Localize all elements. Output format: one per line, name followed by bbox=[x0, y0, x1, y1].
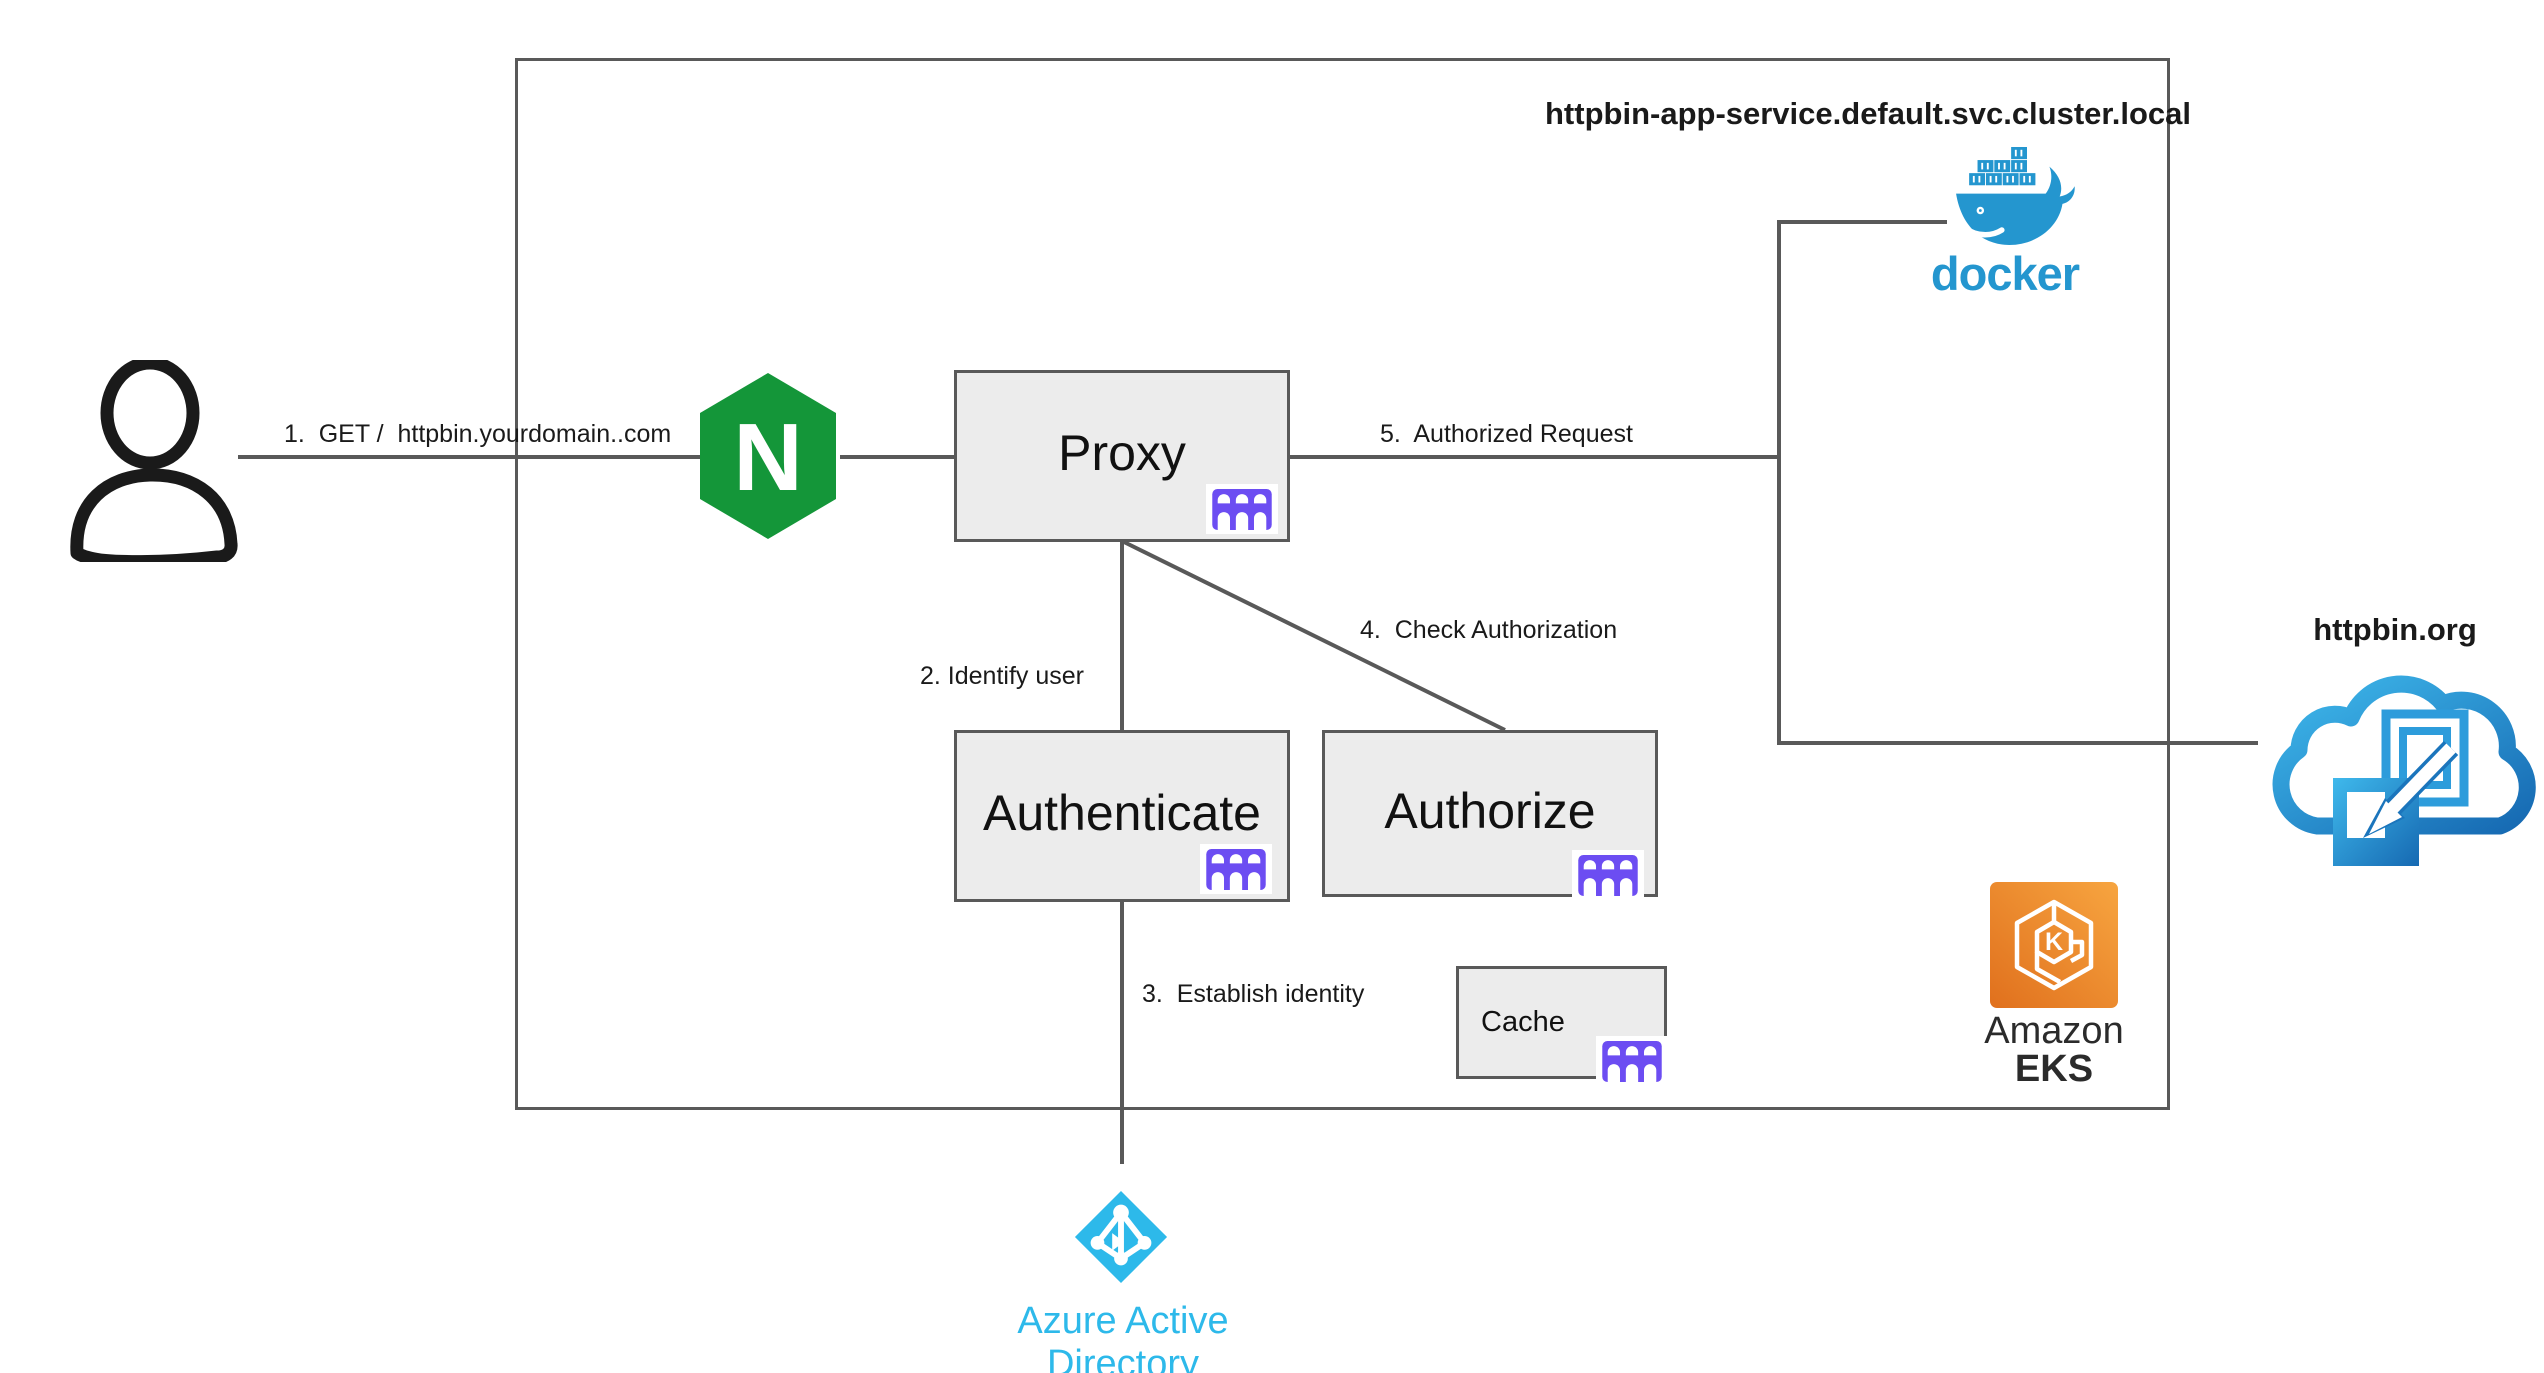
aqueduct-icon bbox=[1602, 1040, 1662, 1082]
connector-user-to-nginx bbox=[238, 455, 700, 459]
authenticate-node: Authenticate bbox=[954, 730, 1290, 902]
amazon-label: Amazon bbox=[1984, 1010, 2124, 1052]
connector-nginx-to-proxy bbox=[840, 455, 954, 459]
authenticate-module-card bbox=[1200, 844, 1272, 894]
aqueduct-icon bbox=[1206, 848, 1266, 890]
httpbin-org-label: httpbin.org bbox=[2313, 612, 2477, 647]
cluster-service-label: httpbin-app-service.default.svc.cluster.… bbox=[1545, 96, 2192, 131]
step3-label: 3. Establish identity bbox=[1142, 980, 1365, 1008]
azure-ad-icon bbox=[1074, 1190, 1168, 1284]
step2-label: 2. Identify user bbox=[920, 662, 1084, 690]
nginx-letter: N bbox=[733, 404, 802, 511]
aqueduct-icon bbox=[1578, 854, 1638, 896]
user-person-icon bbox=[70, 360, 238, 562]
authorize-module-card bbox=[1572, 850, 1644, 900]
connector-proxy-to-authorize bbox=[1123, 540, 1506, 732]
nginx-icon: N bbox=[700, 373, 836, 539]
cluster-boundary-rect bbox=[515, 58, 2170, 1110]
connector-proxy-to-upstream bbox=[1290, 455, 1779, 459]
amazon-eks-icon: K bbox=[1990, 882, 2118, 1008]
eks-k-letter: K bbox=[2045, 928, 2063, 956]
httpbin-cloud-icon bbox=[2272, 675, 2536, 866]
proxy-label: Proxy bbox=[1058, 425, 1186, 481]
aqueduct-icon bbox=[1212, 488, 1272, 530]
connector-to-docker bbox=[1777, 220, 1947, 224]
authenticate-label: Authenticate bbox=[983, 785, 1261, 841]
authorize-label: Authorize bbox=[1384, 782, 1596, 839]
azure-ad-label: Azure Active Directory bbox=[1017, 1300, 1229, 1373]
connector-proxy-to-authenticate bbox=[1120, 542, 1124, 730]
docker-wordmark: docker bbox=[1930, 247, 2080, 300]
eks-label: EKS bbox=[2014, 1048, 2094, 1090]
connector-to-httpbin-cloud bbox=[1777, 741, 2258, 745]
step5-label: 5. Authorized Request bbox=[1380, 420, 1633, 448]
docker-whale-icon bbox=[1956, 147, 2075, 245]
cache-module-card bbox=[1596, 1036, 1668, 1086]
connector-upstream-vertical bbox=[1777, 220, 1781, 745]
eks-hexagon-emblem: K bbox=[2014, 899, 2094, 991]
step4-label: 4. Check Authorization bbox=[1360, 616, 1618, 644]
proxy-module-card bbox=[1206, 484, 1278, 534]
step1-label: 1. GET / httpbin.yourdomain..com bbox=[284, 420, 672, 448]
cache-label: Cache bbox=[1481, 1006, 1565, 1038]
connector-authenticate-to-azuread bbox=[1120, 902, 1124, 1164]
